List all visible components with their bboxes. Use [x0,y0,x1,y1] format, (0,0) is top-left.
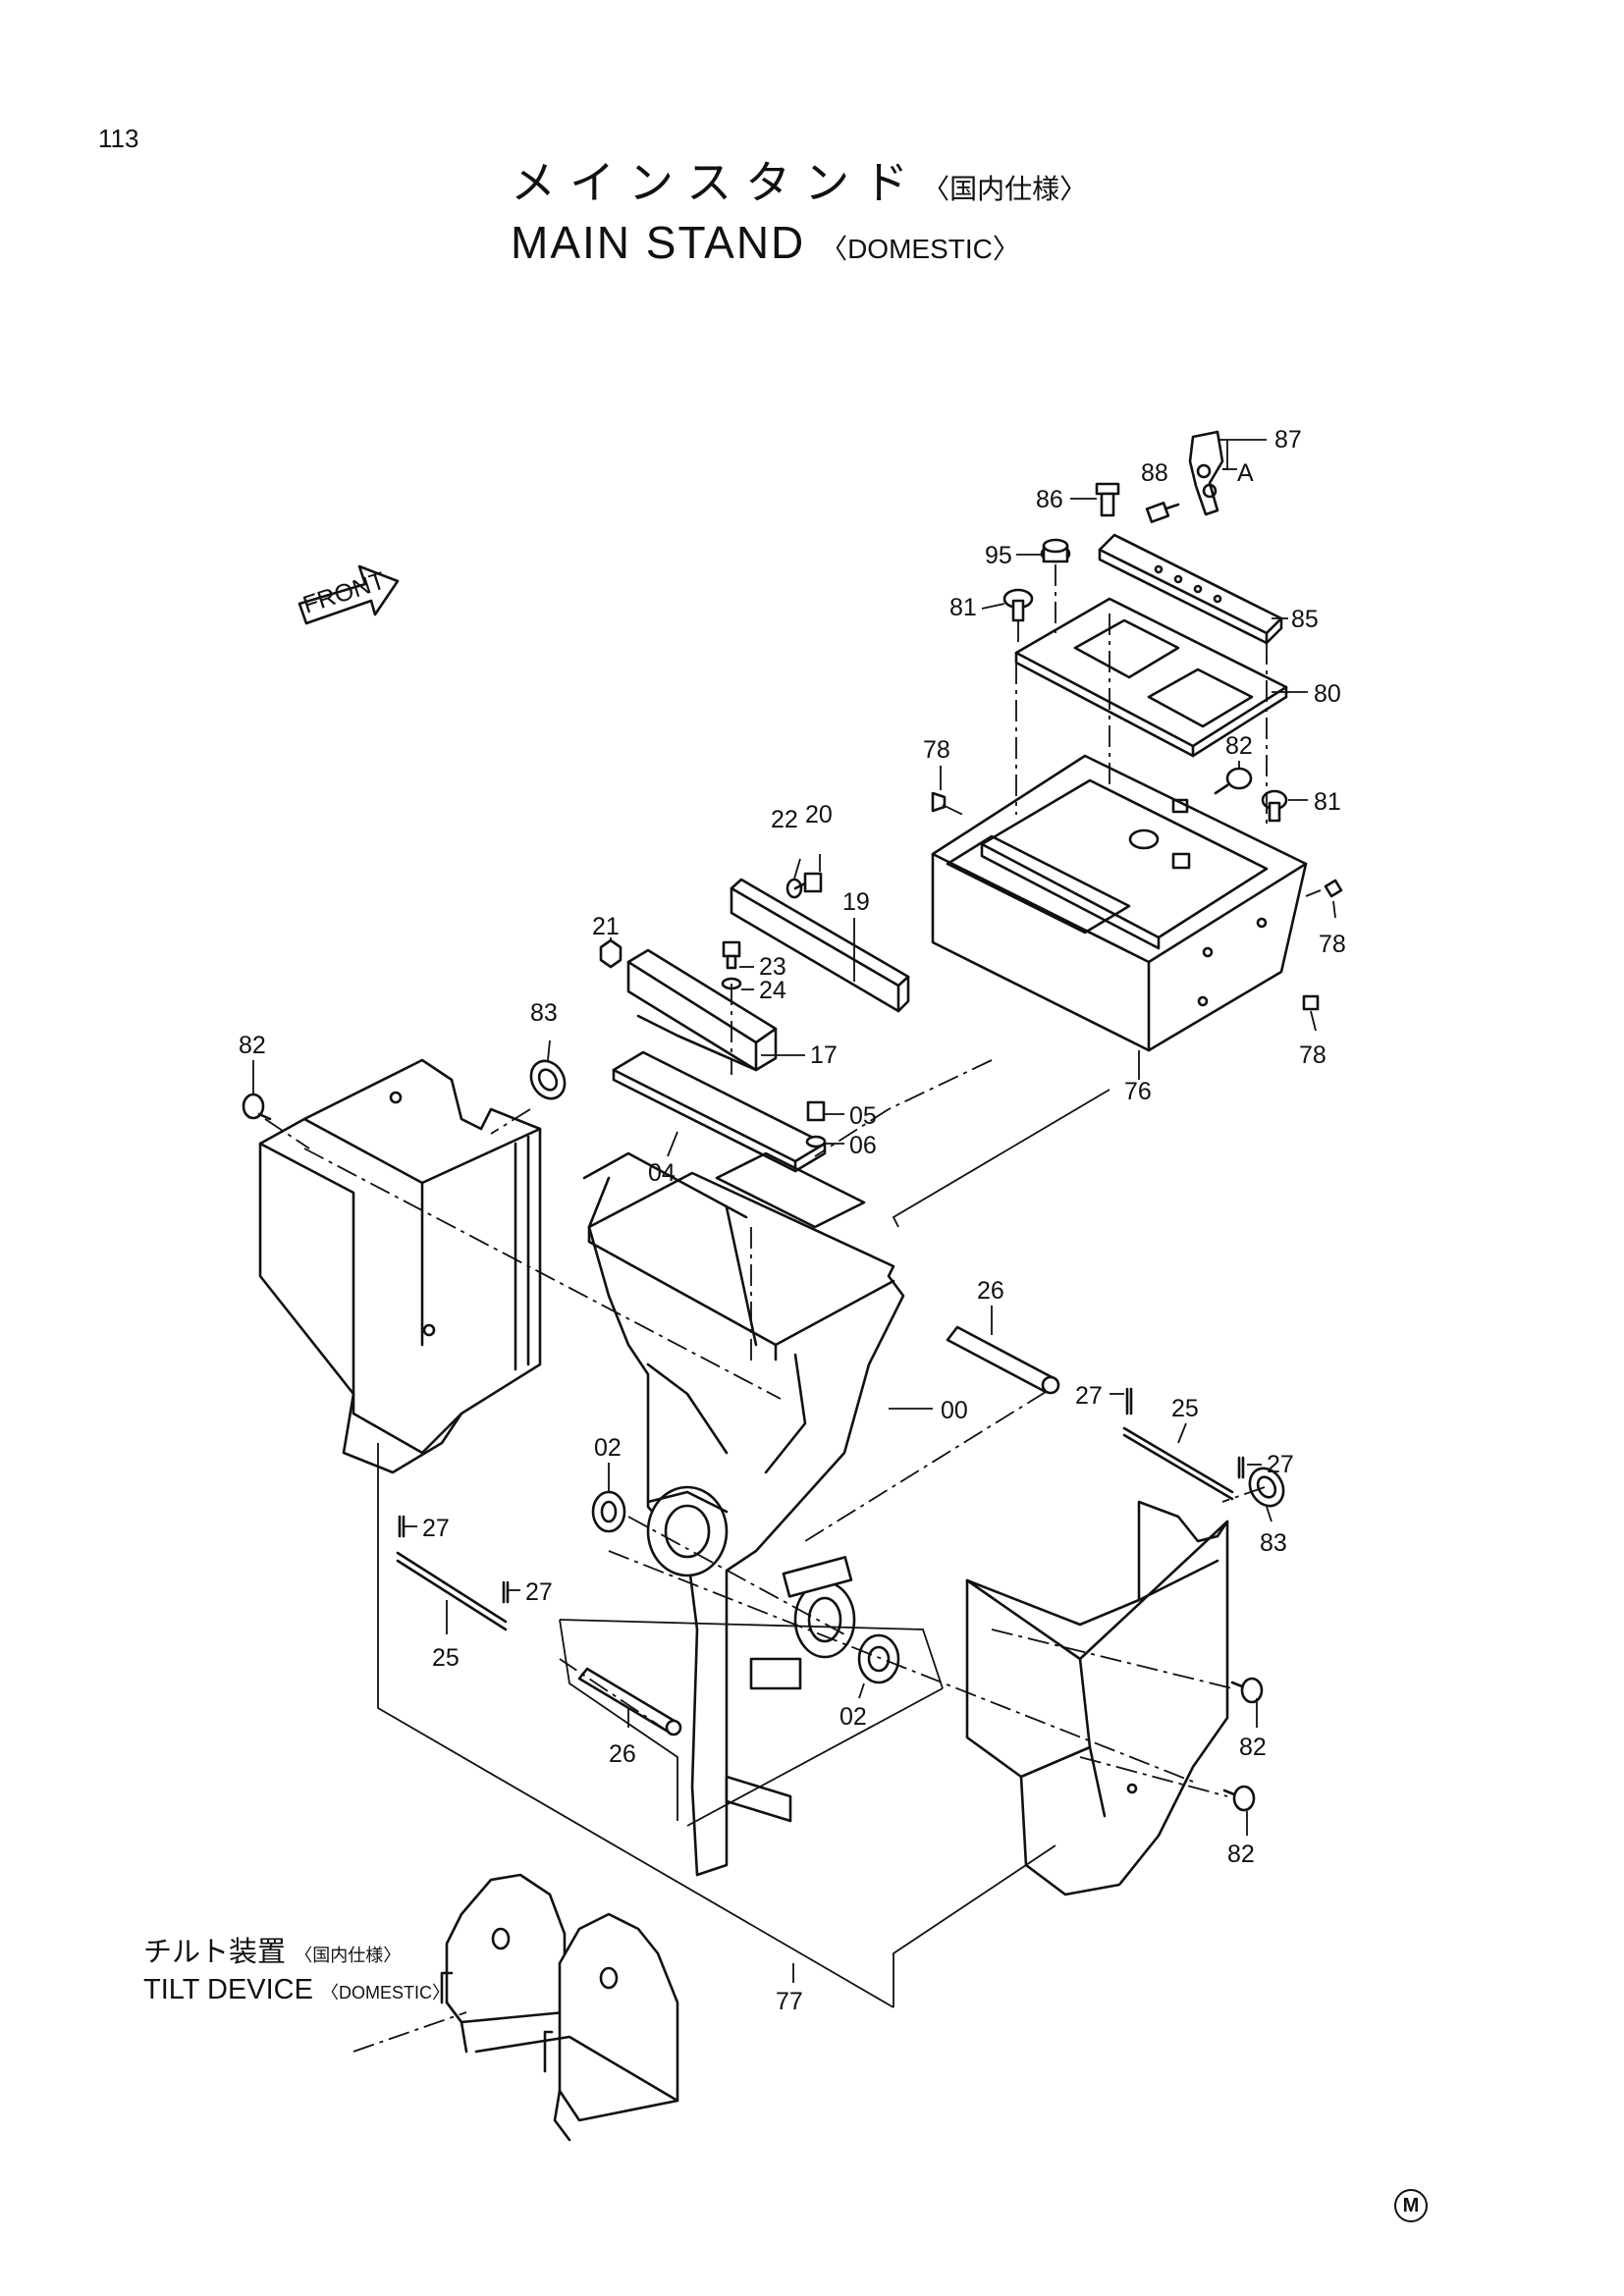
callout-81-right: 81 [1314,788,1341,816]
tilt-en-text: TILT DEVICE [143,1974,313,2005]
tilt-device-label: チルト装置 〈国内仕様〉 TILT DEVICE 〈DOMESTIC〉 [143,1929,450,2006]
part-04-plate [612,1050,827,1173]
callout-82-right-upper: 82 [1239,1734,1267,1761]
title-jp-text: メインスタンド [511,156,923,209]
callout-82-right-lower: 82 [1227,1841,1255,1868]
part-26-pin-lower [577,1667,682,1736]
maker-mark-icon: M [1394,2189,1428,2222]
callout-88: 88 [1141,459,1168,487]
part-76-housing [931,754,1308,1052]
callout-20: 20 [805,801,833,828]
part-83-grommet-right [1248,1467,1285,1508]
page-number: 113 [98,124,139,153]
callout-leaders [252,439,1336,1983]
callout-95: 95 [985,542,1012,569]
part-82-screw-top [1214,767,1253,795]
part-21-nut [599,938,623,969]
detail-a-marker: A [1237,459,1254,487]
tilt-jp-text: チルト装置 [143,1935,287,1968]
part-19-bar [730,878,910,1013]
part-20-22-bolt-washer [785,872,823,899]
part-02-collar-right [857,1633,900,1684]
callout-80: 80 [1314,680,1341,708]
callout-78-bottom: 78 [1299,1041,1326,1069]
callout-19: 19 [842,888,870,916]
callout-26-upper: 26 [977,1277,1004,1305]
callout-25-right: 25 [1171,1395,1199,1422]
part-82-screws-right [1222,1677,1264,1812]
tilt-device-japanese: チルト装置 〈国内仕様〉 [143,1929,450,1970]
callout-numbers: 87 A 86 88 95 81 85 80 78 82 81 22 20 19… [239,426,1346,2015]
callout-02-right: 02 [839,1703,867,1731]
callout-00: 00 [941,1397,968,1424]
part-86-bolt [1095,482,1120,517]
callout-77: 77 [776,1988,803,2015]
part-81-bolt-top [1002,588,1034,622]
callout-82-top: 82 [1225,732,1253,760]
callout-27-lower-right: 27 [525,1578,553,1606]
pivot-bosses [646,1485,856,1823]
callout-17: 17 [810,1041,838,1069]
callout-27-upper-right: 27 [1267,1451,1294,1478]
title-japanese: メインスタンド〈国内仕様〉 [511,147,1087,212]
part-95-plug [1040,538,1071,563]
callout-87: 87 [1274,426,1302,454]
tilt-device-english: TILT DEVICE 〈DOMESTIC〉 [143,1974,450,2006]
part-17-bracket [626,948,778,1072]
assembly-lines [377,1089,1110,2008]
callout-23: 23 [759,953,786,981]
callout-86: 86 [1036,486,1063,513]
title-block: メインスタンド〈国内仕様〉 MAIN STAND 〈DOMESTIC〉 [511,147,1087,269]
callout-22: 22 [771,806,798,833]
part-80-plate [1014,597,1288,758]
callout-25-left: 25 [432,1644,460,1672]
title-en-text: MAIN STAND [511,217,806,268]
part-83-grommet-left [529,1059,567,1100]
front-arrow: FRONT [298,564,400,625]
alignment-lines [264,564,1322,2053]
part-88-screw [1145,502,1180,523]
callout-83-right: 83 [1260,1529,1287,1557]
part-25-rod-right [1122,1426,1234,1501]
part-23-24-bolt-washer [721,940,742,990]
title-english: MAIN STAND 〈DOMESTIC〉 [511,216,1087,269]
part-82-screw-left [242,1093,272,1121]
callout-78-top: 78 [923,736,950,764]
callout-85: 85 [1291,606,1319,633]
callout-81-top: 81 [949,594,977,621]
part-27-clips [398,1387,1245,1604]
part-81-screw-right [1261,789,1288,823]
callout-78-right: 78 [1319,931,1346,958]
tilt-device [440,1873,679,2142]
part-05-06-bolt-washer [805,1100,827,1148]
part-02-collar-left [591,1490,626,1533]
callout-26-lower: 26 [609,1740,636,1768]
tilt-jp-note: 〈国内仕様〉 [295,1946,402,1966]
callout-06: 06 [849,1132,877,1159]
callout-04: 04 [648,1159,676,1187]
tilt-en-note: 〈DOMESTIC〉 [321,1983,451,2002]
part-26-pin-upper [946,1325,1060,1395]
part-87-bracket [1188,430,1224,516]
callout-82-left: 82 [239,1032,266,1059]
callout-21: 21 [592,913,620,940]
part-25-rod-left [396,1551,508,1631]
callout-02-left: 02 [594,1434,622,1462]
part-78-screws [931,791,1343,1011]
callout-76: 76 [1124,1078,1152,1105]
callout-05: 05 [849,1102,877,1130]
title-en-note: 〈DOMESTIC〉 [820,234,1020,264]
callout-27-lower-left: 27 [422,1515,450,1542]
callout-24: 24 [759,977,786,1004]
left-cover [258,1058,542,1474]
right-cover [965,1500,1229,1896]
callout-83-left: 83 [530,999,558,1027]
callout-27-upper-left: 27 [1075,1382,1103,1410]
title-jp-note: 〈国内仕様〉 [922,173,1088,205]
